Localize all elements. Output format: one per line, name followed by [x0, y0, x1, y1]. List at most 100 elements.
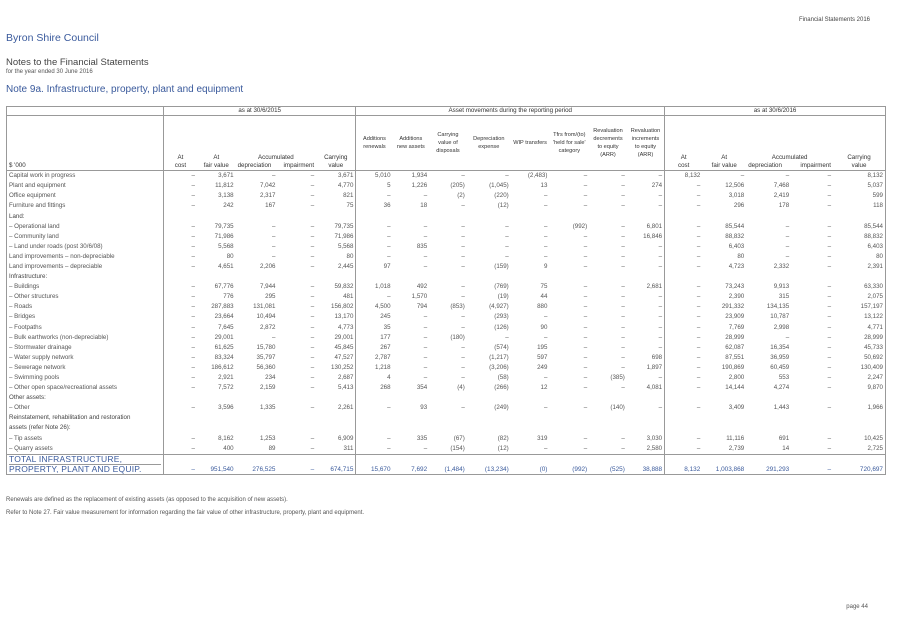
col-wip-transfers: WIP transfers — [510, 115, 550, 172]
cell — [236, 424, 278, 434]
cell: 23,909 — [725, 313, 745, 321]
cell: – — [272, 232, 276, 240]
row-label: – Buildings — [6, 282, 164, 293]
cell — [549, 424, 589, 434]
cell: – — [621, 353, 625, 361]
currency-label: $ '000 — [6, 115, 164, 172]
cell: – — [355, 433, 393, 444]
cell: – — [162, 443, 197, 455]
table-row: Land improvements – non-depreciable–80––… — [6, 251, 887, 263]
cell: 794 — [416, 303, 428, 311]
cell: (769) — [494, 283, 509, 291]
cell: 90 — [540, 323, 548, 331]
cell: (58) — [497, 374, 509, 382]
total-cell: 38,888 — [626, 453, 665, 475]
table-row: – Operational land–79,735––79,735–––––(9… — [6, 221, 887, 232]
cell: 118 — [833, 201, 887, 212]
section-row: Other assets: — [6, 393, 887, 404]
col-additions-renewals: Additions renewals — [355, 115, 393, 172]
cell: – — [583, 192, 588, 200]
cell: – — [621, 283, 625, 291]
cell: – — [543, 333, 548, 341]
cell: – — [658, 242, 663, 250]
cell: – — [461, 343, 465, 351]
cell: 311 — [343, 444, 354, 452]
cell: 6,403 — [728, 242, 745, 250]
cell: – — [543, 232, 548, 240]
cell: – — [162, 292, 197, 303]
cell — [429, 272, 467, 282]
cell: 5,568 — [337, 242, 354, 250]
cell: 80 — [737, 252, 745, 260]
cell: 492 — [416, 283, 428, 291]
cell: 1,226 — [411, 182, 428, 190]
cell: 87,551 — [725, 353, 745, 361]
cell — [467, 272, 511, 282]
cell — [236, 272, 278, 282]
cell: – — [827, 192, 832, 200]
cell: – — [583, 333, 588, 341]
total-label: TOTAL INFRASTRUCTURE,PROPERTY, PLANT AND… — [6, 453, 164, 475]
cell: – — [310, 404, 315, 412]
cell: 1,966 — [833, 403, 887, 414]
cell: – — [785, 232, 790, 240]
cell: – — [621, 444, 625, 452]
cell: 75 — [540, 283, 548, 291]
cell: 61,625 — [214, 343, 234, 351]
cell: 1,018 — [355, 282, 393, 293]
col-carry-2015: Carrying — [324, 153, 348, 161]
cell: – — [785, 242, 790, 250]
cell: – — [461, 323, 465, 331]
cell: – — [543, 404, 548, 412]
row-label: – Sewerage network — [6, 362, 164, 374]
cell: 287,883 — [211, 303, 234, 311]
row-label: Land improvements – non-depreciable — [6, 251, 164, 263]
cell: – — [272, 333, 276, 341]
cell: – — [664, 352, 703, 363]
cell — [664, 413, 703, 424]
cell: (12) — [497, 202, 509, 210]
cell: – — [664, 322, 703, 333]
col-dep-2016: depreciation — [748, 162, 782, 169]
cell: – — [827, 444, 832, 452]
section-row: assets (refer Note 26): — [6, 423, 887, 434]
cell: – — [162, 322, 197, 333]
cell: – — [543, 374, 548, 382]
cell: 4,770 — [337, 182, 354, 190]
cell: – — [583, 434, 588, 442]
cell: – — [162, 342, 197, 353]
cell: 335 — [416, 434, 428, 442]
cell: 157,197 — [833, 302, 887, 313]
cell: 71,986 — [334, 232, 354, 240]
council-name: Byron Shire Council — [6, 32, 99, 44]
cell: 291,332 — [721, 303, 745, 311]
cell: 7,572 — [218, 384, 234, 392]
cell: – — [664, 221, 703, 232]
cell: – — [162, 170, 197, 182]
cell: 28,999 — [725, 333, 745, 341]
cell: – — [310, 353, 315, 361]
cell: – — [664, 342, 703, 353]
cell: – — [621, 172, 625, 180]
row-label: – Other — [6, 403, 164, 414]
cell: 12 — [540, 384, 548, 392]
cell: 7,468 — [773, 182, 790, 190]
cell: 481 — [343, 293, 354, 301]
cell — [355, 393, 393, 404]
cell: 880 — [537, 303, 548, 311]
cell: 8,132 — [664, 170, 703, 182]
row-label: – Operational land — [6, 221, 164, 232]
cell: – — [827, 222, 832, 230]
cell — [393, 424, 430, 434]
cell: – — [827, 323, 832, 331]
cell: – — [310, 384, 315, 392]
cell: – — [310, 303, 315, 311]
cell — [162, 423, 197, 434]
cell: – — [664, 312, 703, 323]
row-label: assets (refer Note 26): — [6, 423, 164, 434]
cell: 156,802 — [331, 303, 354, 311]
cell: 2,800 — [728, 374, 745, 382]
